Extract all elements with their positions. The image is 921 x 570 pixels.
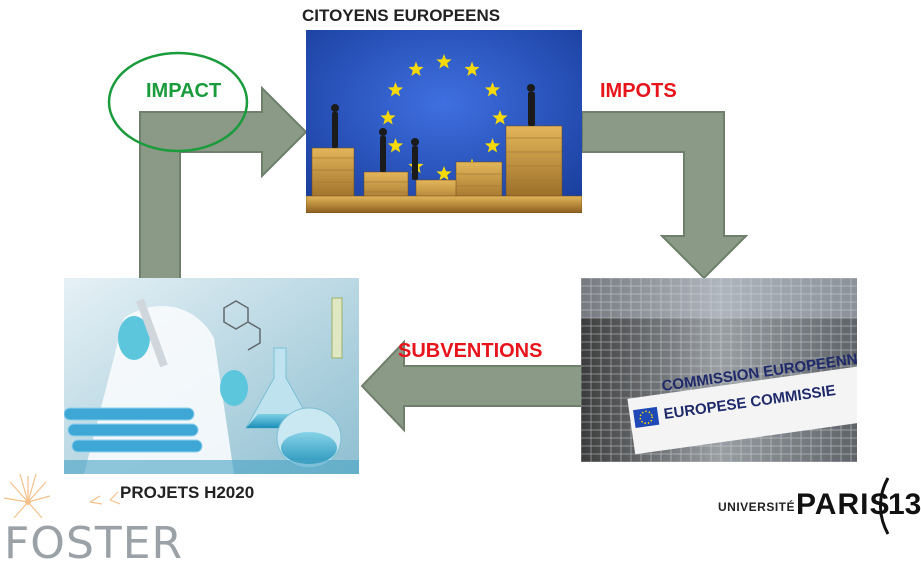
citizens-image — [306, 30, 582, 213]
universite-paris13-logo: UNIVERSITÉ PARIS 13 — [700, 476, 921, 536]
eu-star-icon — [387, 82, 404, 97]
impots-label: IMPOTS — [600, 80, 677, 102]
commission-building-image: COMMISSION EUROPEENNE EUROPESE COMMISSIE — [581, 278, 857, 462]
eu-star-icon — [484, 82, 501, 97]
eu-star-icon — [436, 166, 452, 181]
eu-star-icon — [380, 110, 396, 125]
subventions-arrow — [360, 339, 583, 433]
eu-star-icon — [436, 54, 452, 69]
impots-arrow — [581, 111, 749, 280]
foster-logo: FOSTER — [0, 472, 200, 570]
foster-wordmark: FOSTER — [4, 518, 184, 569]
eu-star-icon — [464, 61, 480, 76]
eu-flag-icon — [306, 30, 582, 213]
eu-star-icon — [492, 110, 508, 125]
univ-number: 13 — [888, 488, 921, 521]
projects-label: PROJETS H2020 — [120, 483, 255, 502]
eu-star-icon — [408, 61, 424, 76]
univ-small-text: UNIVERSITÉ — [718, 500, 796, 514]
univ-slash-icon — [879, 477, 890, 535]
impact-highlight-ellipse — [107, 51, 249, 153]
eu-star-icon — [484, 138, 501, 153]
impact-label: IMPACT — [146, 80, 222, 102]
eu-star-icon — [387, 138, 404, 153]
projects-lab-image — [64, 278, 359, 474]
dandelion-icon — [3, 473, 121, 519]
impact-arrow — [139, 85, 308, 281]
subventions-label: SUBVENTIONS — [398, 340, 543, 362]
univ-big-text: PARIS — [796, 488, 891, 521]
citizens-label: CITOYENS EUROPEENS — [302, 6, 501, 25]
